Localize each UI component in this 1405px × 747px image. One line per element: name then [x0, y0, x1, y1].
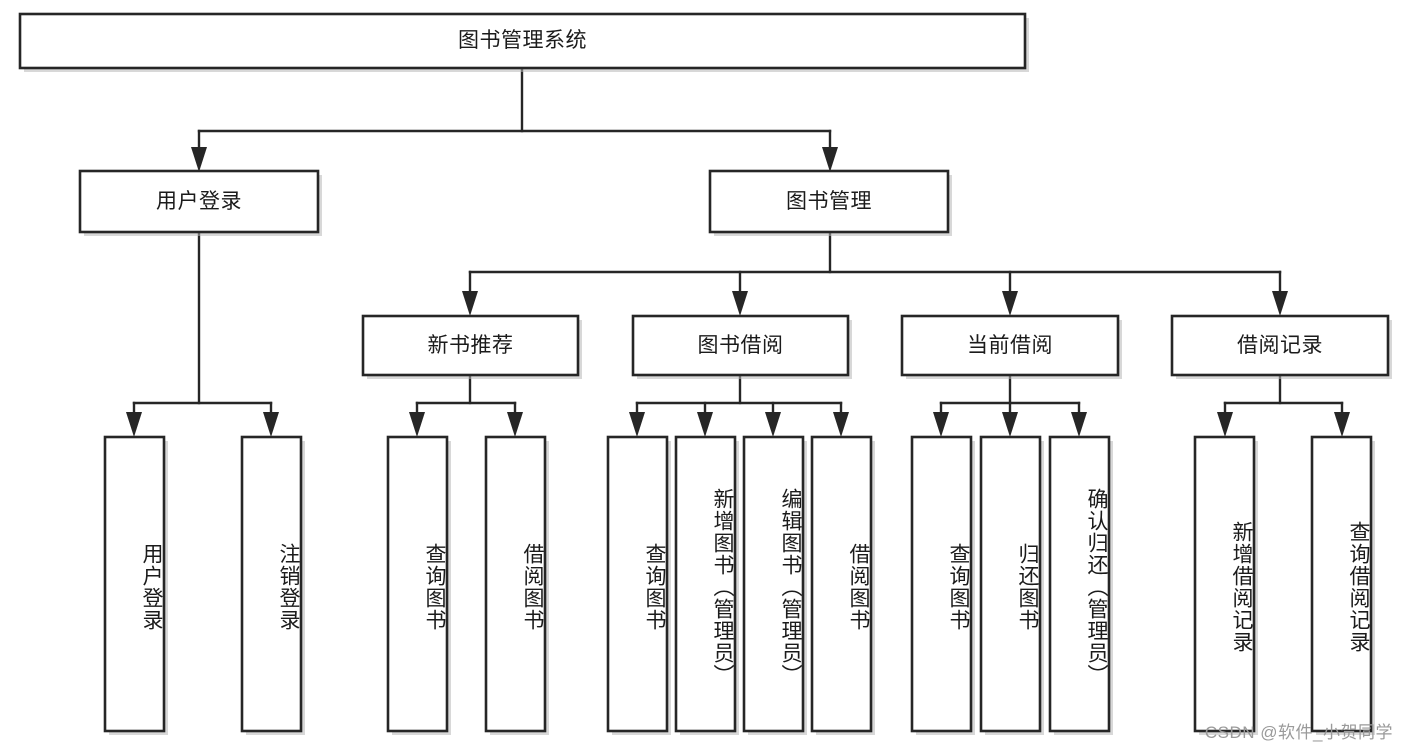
arrow-bb-leaf-4 [833, 412, 849, 437]
arrow-nb-leaf-2 [507, 412, 523, 437]
leaf-cb-2-box [979, 435, 1042, 733]
arrow-new-book [462, 291, 478, 316]
connector-group-borrow-record-children [1217, 373, 1350, 437]
leaf-bb-1-box [606, 435, 669, 733]
arrow-book-borrow [732, 291, 748, 316]
leaf-nb-2-box [484, 435, 547, 733]
arrow-cb-leaf-3 [1071, 412, 1087, 437]
arrow-br-leaf-1 [1217, 412, 1233, 437]
arrow-leaf-user-login [126, 412, 142, 437]
csdn-watermark: CSDN @软件_小贺同学 [1204, 723, 1393, 742]
leaf-br-2-box [1310, 435, 1373, 733]
leaf-nb-1-box [386, 435, 449, 733]
new-book-box [361, 314, 580, 377]
arrow-cb-leaf-2 [1002, 412, 1018, 437]
arrow-bb-leaf-1 [629, 412, 645, 437]
leaf-user-login-box [103, 435, 166, 733]
leaf-cb-3-box [1048, 435, 1111, 733]
book-borrow-box [631, 314, 850, 377]
connector-group-new-book-children [409, 373, 523, 437]
connector-group-user-login-children [126, 230, 279, 437]
connector-group-book-mgmt-children [462, 230, 1288, 316]
leaf-bb-2-box [674, 435, 737, 733]
arrow-user-login [191, 147, 207, 172]
arrow-cb-leaf-1 [933, 412, 949, 437]
arrow-br-leaf-2 [1334, 412, 1350, 437]
leaf-logout-box [240, 435, 303, 733]
user-login-box [78, 169, 320, 234]
arrow-current-borrow [1002, 291, 1018, 316]
arrow-leaf-logout [263, 412, 279, 437]
arrow-book-mgmt [822, 147, 838, 172]
book-mgmt-box [708, 169, 950, 234]
leaf-bb-3-box [742, 435, 805, 733]
leaf-br-1-box [1193, 435, 1256, 733]
arrow-nb-leaf-1 [409, 412, 425, 437]
leaf-cb-1-box [910, 435, 973, 733]
arrow-borrow-record [1272, 291, 1288, 316]
arrow-bb-leaf-3 [765, 412, 781, 437]
current-borrow-box [900, 314, 1120, 377]
root-box [18, 12, 1027, 70]
arrow-bb-leaf-2 [697, 412, 713, 437]
leaf-bb-4-box [810, 435, 873, 733]
borrow-record-box [1170, 314, 1390, 377]
connector-group-current-borrow-children [933, 373, 1087, 437]
connector-group-book-borrow-children [629, 373, 849, 437]
connector-group-root-to-level2 [191, 66, 838, 172]
